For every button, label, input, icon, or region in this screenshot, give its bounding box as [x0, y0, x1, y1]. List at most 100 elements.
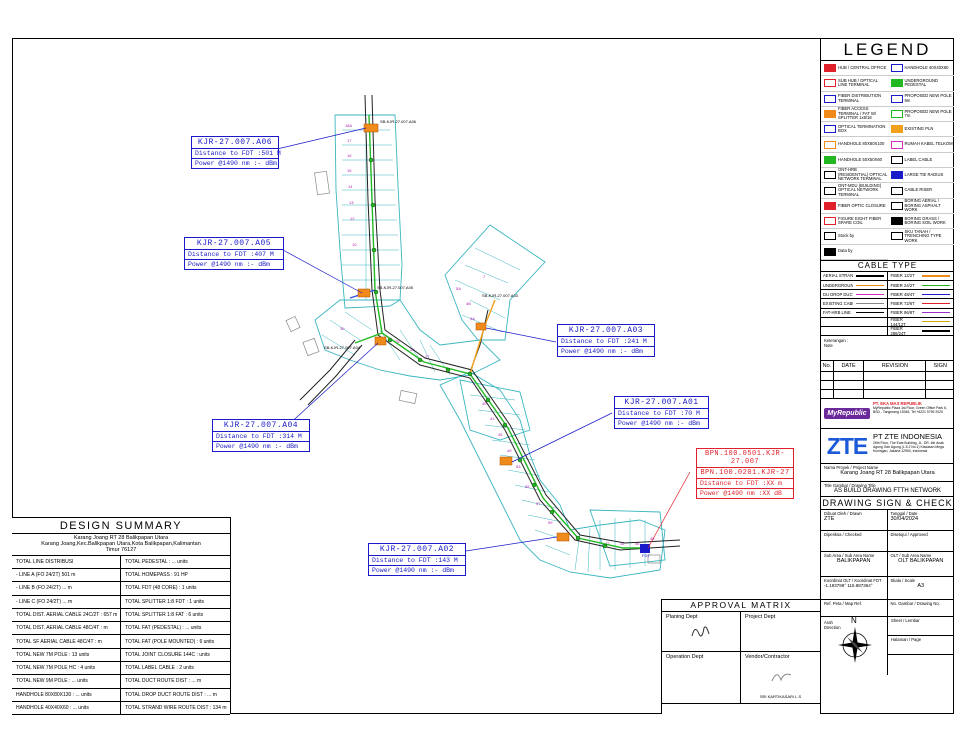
svg-text:59: 59 [548, 520, 553, 525]
svg-text:12: 12 [350, 216, 355, 221]
handhole-icon [890, 64, 903, 73]
fiber-type-label: FIBER 144/12T [890, 316, 906, 327]
fiber-type-label: FIBER 96/8T [890, 310, 915, 316]
roads [299, 94, 681, 551]
summary-cell: TOTAL LABEL CABLE : 2 units [125, 665, 194, 672]
legend-item-label: FIBER ACCESS TERMINAL / FAT W/ SPLITTER … [838, 106, 877, 121]
legend-item: ONT-HRB (RESIDENTIAL) OPTICAL NETWORK TE… [821, 168, 888, 184]
svg-text:45: 45 [498, 432, 503, 437]
legend-item: FIBER DISTRIBUTION TERMINAL [821, 92, 888, 107]
fiber-line-swatch [921, 321, 950, 323]
otb-icon [824, 125, 836, 134]
svg-text:15: 15 [347, 168, 352, 173]
north-row: Arah Direction N Sheet / Lembar Halaman … [821, 616, 954, 676]
legend-item-label: EXISTING PLN [904, 126, 934, 132]
myrepublic-logo: MyRepublic [821, 399, 873, 428]
legend-item-label: UNDERGROUND PEDESTAL [904, 77, 939, 88]
rumah-kabel-icon [890, 140, 903, 149]
cable-type-label: UNDERGROUND STRAND [823, 282, 853, 288]
legend-item-label: HANDHOLE 50X50X60 [838, 156, 882, 162]
summary-cell: TOTAL SPLITTER 1:8 FDT : 1 units [125, 598, 205, 605]
svg-text:49: 49 [507, 448, 512, 453]
svg-text:18A: 18A [345, 123, 352, 128]
cable-type-title: CABLE TYPE [821, 259, 954, 272]
pole-tag: SB-KJR-27.007.A06 [380, 119, 417, 124]
cable-type-label: DU DROP DUCT [823, 291, 853, 297]
project-dept-cell: Project Dept [741, 612, 820, 652]
fat-callout-a03[interactable]: KJR-27.007.A03 Distance to FDT :241 M Po… [557, 324, 655, 357]
fat-callout-a04[interactable]: KJR-27.007.A04 Distance to FDT :314 M Po… [212, 419, 310, 452]
label-cable-icon [890, 155, 903, 164]
fdt-id-line1: BPN.100.0501.KJR-27.007 [697, 449, 793, 468]
summary-cell: TOTAL JOINT CLOSURE 144C : units [125, 651, 210, 658]
legend-item-label: HANDHOLE 40X40X60 [904, 64, 949, 70]
legend-item-label: BORING AERIAL / BORING ASPHALT WORK [904, 198, 941, 213]
sign-coord-row: Koordinat OLT / Koordinat FDT-1.193799° … [821, 577, 954, 601]
svg-text:48: 48 [650, 536, 655, 541]
legend-item: BORING GRASS / BORING SOIL WORK [887, 214, 954, 230]
legend-item-label: ONT-MDU (BUILDING) OPTICAL NETWORK TERMI… [838, 183, 882, 197]
svg-text:4B: 4B [466, 301, 471, 306]
spare-coil-icon [824, 217, 836, 226]
cable-type-label: FAT-HRB LINE [823, 310, 851, 316]
sign-title: DRAWING SIGN & CHECK [821, 498, 954, 511]
fdt-marker [640, 544, 650, 553]
svg-text:7: 7 [483, 274, 486, 279]
fat-marker-a02 [556, 532, 570, 542]
summary-cell: TOTAL SPLITTER 1:8 FAT : 6 units [125, 611, 204, 618]
new-pole-9m-icon [890, 94, 903, 103]
fdt-callout[interactable]: BPN.100.0501.KJR-27.007 BPN.100.0201.KJR… [696, 448, 794, 499]
legend-item: ONT-MDU (BUILDING) OPTICAL NETWORK TERMI… [821, 183, 888, 199]
revision-header: No. DATE REVISION SIGN [821, 360, 954, 373]
legend-item-label: SUB HUB / OPTICAL LINE TERMINAL [838, 77, 878, 88]
legend-title: LEGEND [821, 38, 954, 61]
legend-item: HUB / CENTRAL OFFICE [821, 61, 888, 77]
legend-item: LABEL CABLE [887, 153, 954, 169]
fat-callout-a06[interactable]: KJR-27.007.A06 Distance to FDT :501 M Po… [191, 136, 281, 169]
summary-cell: TOTAL DIST. AERIAL CABLE 48C/4T : m [12, 622, 121, 635]
design-summary-title: DESIGN SUMMARY [12, 518, 230, 534]
cable-type-row: FIBER 288/24T [821, 326, 954, 337]
legend-item-label: HANDHOLE 80X80X100 [838, 141, 885, 147]
summary-cell: - LINE A (FO 24/2T) 501 m [12, 568, 121, 582]
drawing-title-block: Title Gambar / Drawing Title AS BUILD DR… [821, 482, 954, 498]
existing-pln-icon [890, 125, 903, 134]
svg-text:16: 16 [347, 153, 352, 158]
distance-row: Distance to FDT :407 M [185, 250, 283, 260]
closure-icon [824, 201, 836, 210]
handhole-50-icon [824, 155, 836, 164]
fdt-id-line2: BPN.100.0201.KJR-27 [697, 468, 793, 479]
fat-id: KJR-27.007.A05 [185, 238, 283, 250]
trenching-icon [890, 232, 903, 241]
svg-text:17: 17 [347, 138, 352, 143]
fat-callout-a02[interactable]: KJR-27.007.A02 Distance to FDT :143 M Po… [368, 543, 466, 576]
power-row: Power @1490 nm :- dBm [216, 443, 298, 450]
distance-row: Distance to FDT :70 M [615, 409, 708, 419]
fat-marker-a01 [499, 456, 513, 466]
svg-text:41: 41 [490, 416, 495, 421]
fat-id: KJR-27.007.A02 [369, 544, 465, 556]
signature-icon [691, 626, 710, 637]
summary-cell: HANDHOLE 80X80X130 : ... units [12, 688, 121, 701]
cable-type-label: AERIAL STRAND [823, 273, 853, 279]
distance-row: Distance to FDT :501 M [192, 149, 281, 159]
fiber-line-swatch [921, 284, 950, 286]
fat-callout-a01[interactable]: KJR-27.007.A01 Distance to FDT :70 M Pow… [614, 396, 709, 429]
svg-text:42: 42 [605, 541, 610, 546]
fat-callout-a05[interactable]: KJR-27.007.A05 Distance to FDT :407 M Po… [184, 237, 284, 270]
legend-item: HANDHOLE 40X40X60 [887, 61, 954, 77]
sign-ref-row: Ref. Peta / Map Ref. No. Gambar / Drawin… [821, 600, 954, 618]
ont-residential-icon [824, 171, 836, 180]
summary-cell: - LINE B (FO 24/2T) ... m [12, 582, 121, 595]
summary-cell: TOTAL SF AERIAL CABLE 48C/4T : m [12, 635, 121, 648]
